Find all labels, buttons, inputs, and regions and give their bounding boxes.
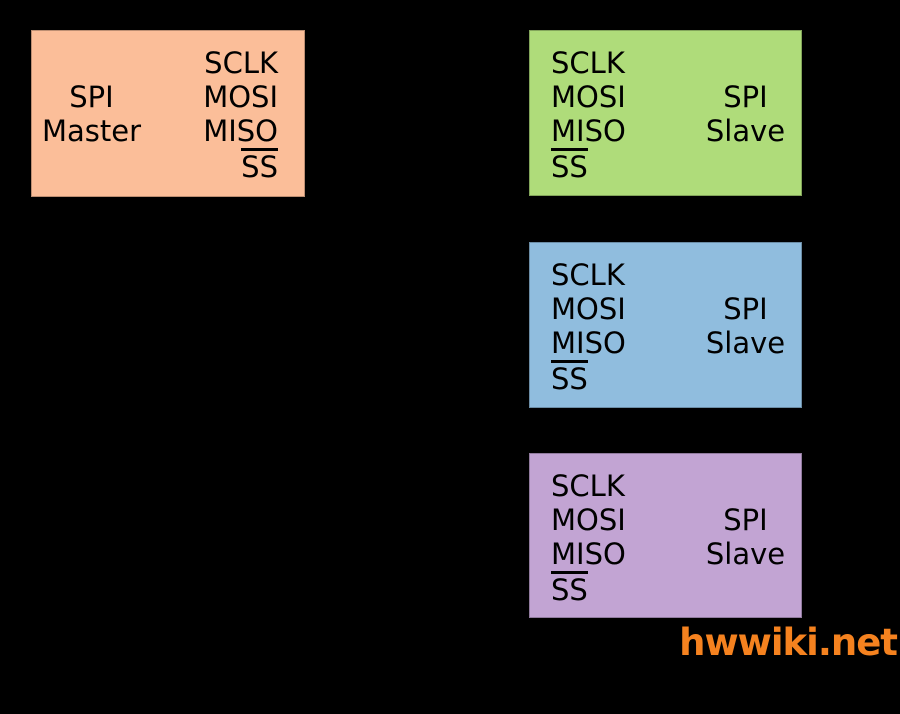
slave2-pin-miso: MISO: [551, 326, 626, 360]
slave1-pin-miso: MISO: [551, 114, 626, 148]
slave1-pin-mosi: MOSI: [551, 80, 626, 114]
master-signal-pins: SCLK MOSI MISO SS: [151, 46, 304, 196]
master-pin-mosi: MOSI: [203, 80, 278, 114]
slave2-pin-mosi: MOSI: [551, 292, 626, 326]
slave3-pin-sclk: SCLK: [551, 469, 625, 503]
master-pin-ss: SS: [241, 148, 278, 184]
spi-master-block: SPI Master SCLK MOSI MISO SS: [31, 30, 305, 197]
slave1-role-label: SPI Slave: [690, 80, 801, 195]
watermark: hwwiki.net: [679, 621, 898, 664]
master-pin-sclk: SCLK: [204, 46, 278, 80]
slave1-pin-ss: SS: [551, 148, 588, 184]
spi-slave-block-1: SCLK MOSI MISO SS SPI Slave: [529, 30, 802, 196]
slave1-role-line-1: SPI: [723, 80, 768, 114]
master-pin-ss-line: SS: [151, 148, 278, 182]
master-role-label: SPI Master: [32, 80, 151, 196]
slave2-pin-ss: SS: [551, 360, 588, 396]
spi-slave-block-2: SCLK MOSI MISO SS SPI Slave: [529, 242, 802, 408]
master-role-line-2: Master: [41, 114, 142, 148]
spi-slave-block-3: SCLK MOSI MISO SS SPI Slave: [529, 453, 802, 618]
slave2-pin-ss-line: SS: [551, 360, 690, 394]
master-role-line-1: SPI: [69, 80, 114, 114]
slave2-role-label: SPI Slave: [690, 292, 801, 407]
slave3-pin-ss: SS: [551, 571, 588, 607]
slave3-role-label: SPI Slave: [690, 503, 801, 617]
slave3-role-line-1: SPI: [723, 503, 768, 537]
slave2-signal-pins: SCLK MOSI MISO SS: [530, 258, 690, 407]
slave3-pin-miso: MISO: [551, 537, 626, 571]
slave1-role-line-2: Slave: [705, 114, 786, 148]
slave3-signal-pins: SCLK MOSI MISO SS: [530, 469, 690, 617]
slave2-pin-sclk: SCLK: [551, 258, 625, 292]
slave1-signal-pins: SCLK MOSI MISO SS: [530, 46, 690, 195]
slave2-role-line-2: Slave: [705, 326, 786, 360]
slave3-pin-mosi: MOSI: [551, 503, 626, 537]
master-pin-miso: MISO: [203, 114, 278, 148]
slave2-role-line-1: SPI: [723, 292, 768, 326]
slave3-pin-ss-line: SS: [551, 571, 690, 605]
slave1-pin-sclk: SCLK: [551, 46, 625, 80]
slave3-role-line-2: Slave: [705, 537, 786, 571]
slave1-pin-ss-line: SS: [551, 148, 690, 182]
